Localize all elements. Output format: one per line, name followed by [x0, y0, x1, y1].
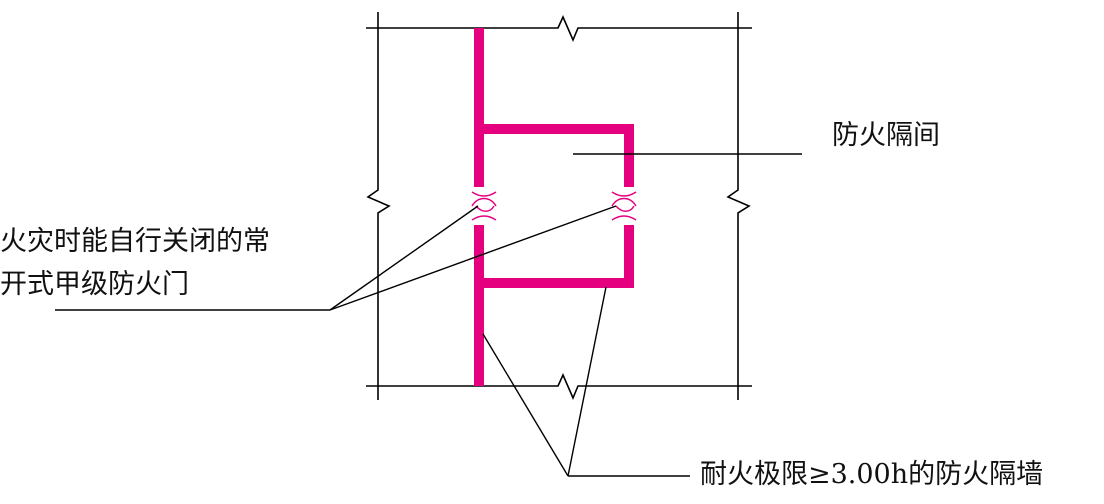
top-edge-break-line [366, 15, 752, 43]
compartment-wall-lower [479, 225, 634, 288]
leader-wall-left [482, 333, 569, 477]
compartment-wall-upper [479, 124, 634, 187]
bottom-edge-break-line [366, 373, 752, 401]
right-edge-break-line [726, 12, 751, 400]
left-edge-break-line [366, 12, 391, 400]
leader-door-right [329, 205, 617, 311]
leader-wall-right [567, 286, 607, 477]
building-outline [366, 12, 752, 401]
leader-lines [55, 153, 802, 477]
fire-door-right-swing [611, 191, 637, 221]
fire-wall-label: 耐火极限≥3.00h的防火隔墙 [700, 459, 1044, 490]
fire-door-left-swing [471, 191, 497, 221]
leader-door-left [329, 205, 479, 311]
fire-walls [474, 28, 634, 386]
fire-doors [471, 191, 637, 221]
compartment-label: 防火隔间 [832, 120, 940, 151]
fire-door-label-line1: 火灾时能自行关闭的常 [0, 226, 270, 257]
fire-door-label-line2: 开式甲级防火门 [0, 269, 189, 300]
fire-door-left-leaf [475, 205, 495, 212]
fire-door-right-leaf [615, 205, 635, 212]
